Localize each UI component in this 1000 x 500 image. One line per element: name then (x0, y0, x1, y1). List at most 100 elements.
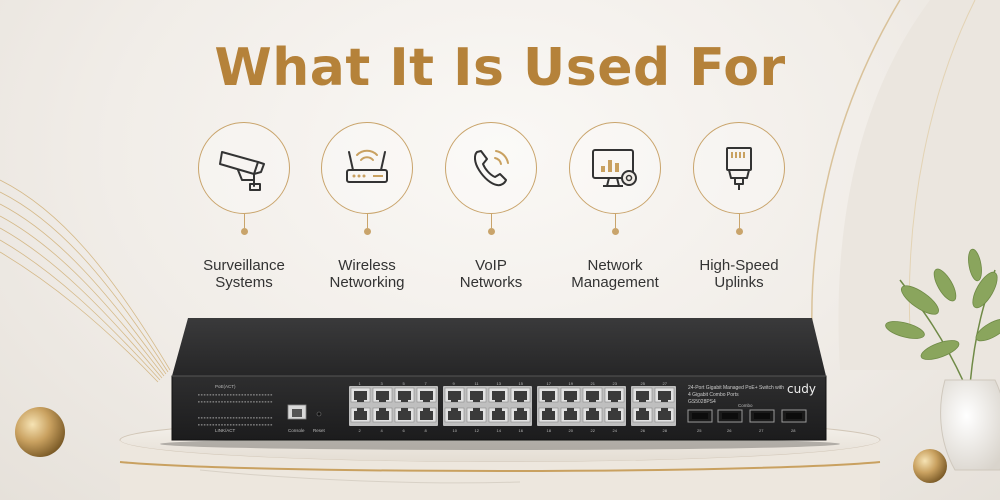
feature-management: Network Management (550, 122, 680, 291)
port-number-bottom: 26 (641, 428, 646, 433)
port-number-top: 5 (403, 381, 406, 386)
status-led (241, 424, 244, 426)
status-led (250, 394, 252, 396)
combo-label: Combo (738, 403, 753, 408)
port-number-bottom: 8 (425, 428, 428, 433)
port-number-bottom: 20 (569, 428, 574, 433)
feature-wireless: Wireless Networking (302, 122, 432, 291)
feature-label: High-Speed Uplinks (699, 257, 779, 291)
port-number-top: 13 (497, 381, 502, 386)
status-led (247, 401, 249, 403)
status-led (261, 417, 264, 419)
switch-top (172, 318, 826, 376)
port-number-bottom: 4 (381, 428, 384, 433)
port-number-top: 3 (381, 381, 384, 386)
port-number-top: 19 (569, 381, 574, 386)
status-led (270, 417, 273, 419)
reset-label: Reset (313, 428, 326, 433)
rj45-port-group (349, 386, 676, 426)
status-led (244, 394, 246, 396)
sfp-number: 25 (697, 428, 702, 433)
ethernet-plug-icon (726, 147, 752, 190)
port-number-top: 1 (359, 381, 362, 386)
status-led (247, 417, 249, 419)
status-led (198, 417, 200, 419)
status-led (256, 394, 258, 396)
status-led (261, 394, 264, 396)
status-led (235, 401, 238, 403)
status-led (258, 394, 261, 396)
status-led (198, 401, 200, 403)
status-led (256, 424, 258, 426)
feature-uplinks: High-Speed Uplinks (674, 122, 804, 291)
status-led (232, 424, 235, 426)
status-led (244, 401, 246, 403)
status-led (221, 401, 223, 403)
status-led (250, 417, 252, 419)
port-block (537, 386, 626, 426)
status-led (241, 401, 244, 403)
page-title: What It Is Used For (214, 38, 786, 98)
status-led (227, 394, 229, 396)
status-led (250, 401, 252, 403)
sfp-number: 26 (727, 428, 732, 433)
status-led (267, 417, 270, 419)
status-led (212, 424, 215, 426)
status-led (256, 401, 258, 403)
arch-shape (838, 0, 1000, 370)
status-led (224, 424, 226, 426)
feature-voip: VoIP Networks (426, 122, 556, 291)
status-led (270, 401, 273, 403)
sfp-number: 27 (759, 428, 764, 433)
port-block (443, 386, 532, 426)
port-block (349, 386, 438, 426)
switch-desc-line2: 4 Gigabit Combo Ports (688, 392, 739, 398)
port-number-top: 9 (453, 381, 456, 386)
status-led (253, 417, 255, 419)
port-number-top: 23 (613, 381, 618, 386)
status-led (221, 394, 223, 396)
status-led (227, 417, 229, 419)
status-led (206, 394, 209, 396)
status-led (221, 417, 223, 419)
status-led (229, 401, 232, 403)
vase (940, 379, 1000, 471)
status-led (198, 424, 200, 426)
status-led (238, 417, 241, 419)
status-led (198, 394, 200, 396)
plant-leaves (885, 248, 1000, 386)
feature-label: Wireless Networking (329, 257, 405, 291)
status-led (238, 401, 241, 403)
cctv-camera-icon (219, 151, 265, 191)
port-number-top: 25 (641, 381, 646, 386)
status-led (256, 417, 258, 419)
status-led (227, 424, 229, 426)
status-led (229, 417, 232, 419)
port-number-bottom: 2 (359, 428, 362, 433)
status-led (212, 417, 215, 419)
switch-desc-line1: 24-Port Gigabit Managed PoE+ Switch with (688, 385, 784, 391)
gold-sphere (913, 449, 947, 483)
status-led (209, 417, 212, 419)
status-led (250, 424, 252, 426)
status-led (200, 401, 203, 403)
port-number-bottom: 10 (453, 428, 458, 433)
port-number-bottom: 24 (613, 428, 618, 433)
reset-button (316, 411, 322, 417)
status-led (209, 401, 212, 403)
status-led (241, 417, 244, 419)
port-number-labels: 1234567891011121314151617181920212223242… (359, 381, 668, 433)
status-led (247, 394, 249, 396)
status-led (218, 417, 220, 419)
led-panel: PoE(ACT) LINK/ACT (198, 384, 273, 433)
svg-text:LINK/ACT: LINK/ACT (215, 428, 236, 433)
status-led (203, 417, 206, 419)
status-led (200, 417, 203, 419)
port-number-top: 7 (425, 381, 428, 386)
status-led (270, 424, 273, 426)
status-led (227, 401, 229, 403)
status-led (203, 394, 206, 396)
status-led (206, 401, 209, 403)
status-led (206, 424, 209, 426)
svg-text:PoE(ACT): PoE(ACT) (215, 384, 236, 389)
